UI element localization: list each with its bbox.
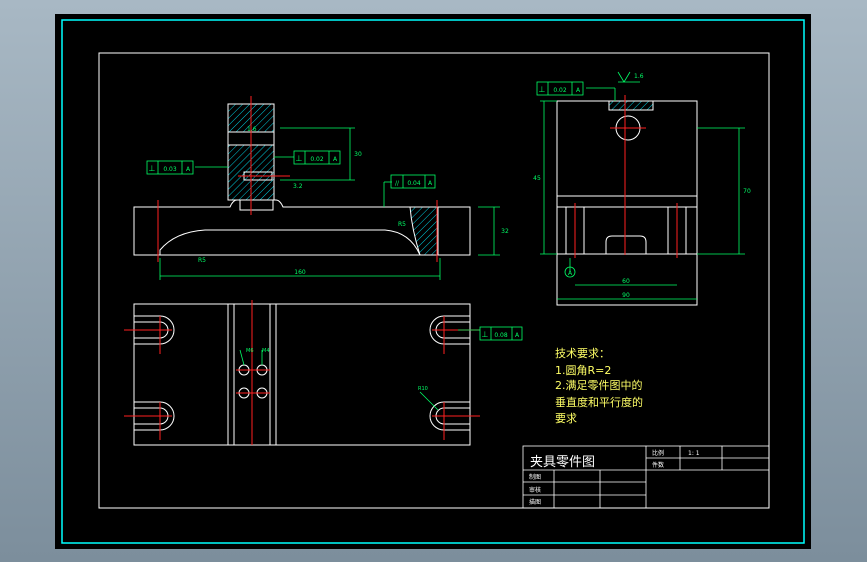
gdt-symbol: ⊥ <box>482 330 489 339</box>
front-dimensions <box>159 127 500 280</box>
side-dim-overall: 90 <box>622 292 630 299</box>
slot-label: R10 <box>418 386 428 392</box>
side-centerlines <box>574 95 678 258</box>
roughness-top: 1.6 <box>247 126 257 133</box>
row-drafter: 制图 <box>529 473 541 481</box>
side-dimensions <box>540 71 745 300</box>
gdt-value: 0.04 <box>407 180 421 187</box>
front-pocket-curve <box>159 229 421 256</box>
gdt-datum: A <box>576 87 581 94</box>
notes-item-4: 要求 <box>555 412 577 425</box>
hole-label-m6: M6 <box>246 348 254 354</box>
side-dim-height: 45 <box>533 175 541 182</box>
slot-bot-right <box>429 401 470 431</box>
front-centerlines <box>157 96 438 262</box>
model-space <box>55 14 811 549</box>
notes-item-3: 垂直度和平行度的 <box>555 395 643 409</box>
gdt-value: 0.03 <box>163 166 177 173</box>
hole-label-m4: M4 <box>262 348 270 354</box>
front-view <box>133 103 471 256</box>
slot-top-left <box>134 315 175 345</box>
slot-top-right <box>429 315 470 345</box>
title-block <box>522 445 770 509</box>
dim-overall-length: 160 <box>294 269 306 276</box>
dim-radius-left: R5 <box>198 257 206 264</box>
scale-label: 比例 <box>652 449 664 457</box>
side-dim-inner: 60 <box>622 278 630 285</box>
count-label: 件数 <box>652 461 664 469</box>
gdt-side: ⊥ 0.02 A <box>536 81 584 96</box>
gdt-value: 0.02 <box>553 87 567 94</box>
gdt-datum: A <box>428 180 433 187</box>
gdt-value: 0.08 <box>494 332 508 339</box>
gdt-parallel: // 0.04 A <box>390 174 436 189</box>
side-dim-right: 70 <box>743 188 751 195</box>
drawing-name: 夹具零件图 <box>530 455 595 470</box>
notes-item-1: 1.圆角R=2 <box>555 364 611 377</box>
gdt-perp-left: ⊥ 0.03 A <box>146 160 194 175</box>
top-view <box>133 303 471 446</box>
notes-item-2: 2.满足零件图中的 <box>555 378 643 392</box>
side-center-notch <box>605 235 647 254</box>
scale-value: 1: 1 <box>688 450 700 457</box>
top-outline <box>133 303 471 446</box>
side-datum-marker <box>564 266 576 278</box>
dim-upper-height: 30 <box>354 151 362 158</box>
front-right-hatch <box>409 206 439 256</box>
dim-radius-right: R5 <box>398 221 406 228</box>
gdt-symbol: ⊥ <box>149 164 156 173</box>
gdt-symbol: // <box>395 180 400 187</box>
gdt-perp-right: ⊥ 0.02 A <box>293 150 341 165</box>
inner-border <box>98 52 770 509</box>
row-reviewer: 审核 <box>529 486 541 494</box>
side-roughness: 1.6 <box>634 73 644 80</box>
gdt-value: 0.02 <box>310 156 324 163</box>
roughness-side: 3.2 <box>293 183 303 190</box>
side-top-hatch <box>608 100 654 111</box>
gdt-datum: A <box>333 156 338 163</box>
gdt-symbol: ⊥ <box>296 154 303 163</box>
gdt-top: ⊥ 0.08 A <box>479 326 523 341</box>
gdt-datum: A <box>186 166 191 173</box>
outer-border <box>61 19 805 544</box>
technical-notes: 技术要求： 1.圆角R=2 2.满足零件图中的 垂直度和平行度的 要求 <box>555 347 643 425</box>
row-tracer: 描图 <box>529 498 541 506</box>
gdt-symbol: ⊥ <box>539 85 546 94</box>
notes-title: 技术要求： <box>555 347 610 360</box>
gdt-datum: A <box>515 332 520 339</box>
dim-height: 32 <box>501 228 509 235</box>
top-leaders <box>239 329 480 411</box>
side-datum-label: A <box>568 270 573 277</box>
slot-bot-left <box>134 401 175 431</box>
